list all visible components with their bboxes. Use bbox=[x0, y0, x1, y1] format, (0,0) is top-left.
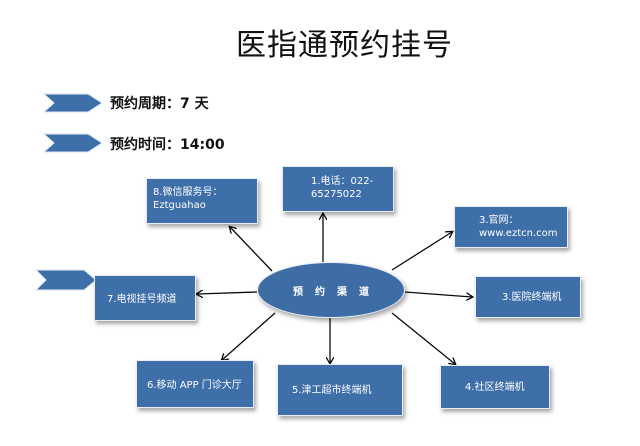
center-node-booking-channels: 预约渠道 bbox=[257, 262, 405, 318]
connector-tv bbox=[197, 292, 258, 294]
page-title: 医指通预约挂号 bbox=[236, 28, 453, 63]
channel-phone-line2: 65275022 bbox=[311, 189, 362, 200]
connector-website bbox=[391, 232, 452, 271]
connector-wechat bbox=[230, 227, 273, 272]
channel-supermarket-line1: 5.津工超市终端机 bbox=[292, 385, 372, 396]
pointer-arrow-period bbox=[42, 93, 103, 113]
connector-app bbox=[222, 312, 276, 360]
pointer-arrow-time bbox=[42, 133, 103, 153]
channel-hospital-line1: 3.医院终端机 bbox=[502, 292, 562, 303]
channel-box-wechat: 8.微信服务号： Eztguahao bbox=[146, 178, 258, 224]
pointer-arrow-tv bbox=[34, 269, 97, 291]
channel-website-line2: www.eztcn.com bbox=[479, 228, 558, 239]
channel-app-line1: 6.移动 APP 门诊大厅 bbox=[147, 380, 242, 391]
channel-box-phone: 1.电话：022- 65275022 bbox=[282, 166, 394, 212]
channel-box-app: 6.移动 APP 门诊大厅 bbox=[136, 360, 254, 408]
channel-wechat-line1: 8.微信服务号： bbox=[153, 187, 223, 198]
booking-time-text: 预约时间：14:00 bbox=[110, 137, 225, 153]
connector-community bbox=[391, 312, 455, 364]
channel-community-line1: 4.社区终端机 bbox=[465, 382, 525, 393]
channel-wechat-line2: Eztguahao bbox=[153, 200, 206, 211]
channel-phone-line1: 1.电话：022- bbox=[311, 176, 374, 187]
connector-hospital bbox=[404, 291, 472, 297]
channel-box-tv: 7.电视挂号频道 bbox=[94, 275, 196, 321]
channel-box-hospital: 3.医院终端机 bbox=[475, 276, 581, 318]
channel-website-line1: 3.官网： bbox=[479, 215, 519, 226]
booking-period-text: 预约周期：7 天 bbox=[110, 96, 209, 112]
channel-box-website: 3.官网： www.eztcn.com bbox=[454, 206, 568, 248]
channel-tv-line1: 7.电视挂号频道 bbox=[107, 294, 177, 305]
channel-box-community: 4.社区终端机 bbox=[440, 365, 550, 409]
channel-box-supermarket: 5.津工超市终端机 bbox=[277, 364, 403, 416]
